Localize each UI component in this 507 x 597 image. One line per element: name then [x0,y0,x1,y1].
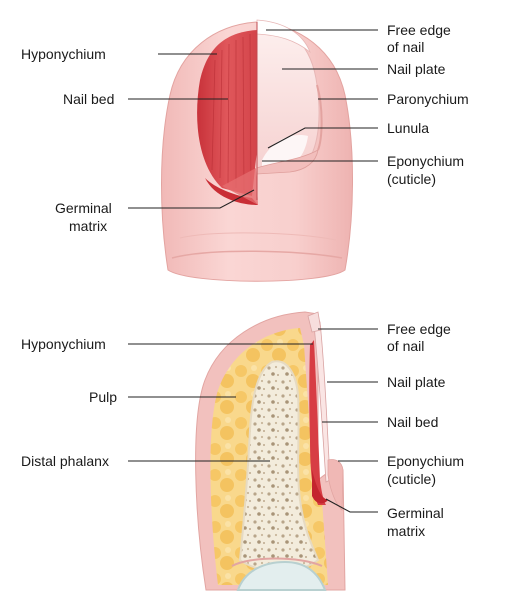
label-sec-hyponychium: Hyponychium [21,336,106,352]
section-nail-bed [309,340,326,505]
top-view-labels: Hyponychium Nail bed Germinal matrix Fre… [21,22,469,234]
label-top-eponychium-2: (cuticle) [387,171,436,187]
top-skin-crease [171,250,343,259]
label-top-germinal-matrix-2: matrix [69,218,107,234]
label-top-free-edge-2: of nail [387,39,424,55]
section-joint [236,560,327,591]
section-free-edge [307,311,322,333]
top-eponychium [256,149,319,175]
label-sec-germinal-matrix-2: matrix [387,523,425,539]
label-sec-distal-phalanx: Distal phalanx [21,453,109,469]
label-sec-nail-plate: Nail plate [387,374,446,390]
label-top-eponychium-1: Eponychium [387,153,464,169]
label-top-paronychium: Paronychium [387,91,469,107]
section-distal-phalanx [238,360,320,573]
top-view-leaders [128,29,378,209]
top-view-illustration [161,19,353,282]
label-sec-eponychium-1: Eponychium [387,453,464,469]
label-top-germinal-matrix-1: Germinal [55,200,112,216]
label-top-free-edge-1: Free edge [387,22,451,38]
label-sec-nail-bed: Nail bed [387,414,438,430]
label-top-hyponychium: Hyponychium [21,46,106,62]
label-top-nail-plate: Nail plate [387,61,446,77]
section-germinal-matrix [312,470,328,504]
top-germinal-matrix [205,178,258,205]
leader-top-lunula [267,127,378,149]
section-eponychium [327,459,344,511]
label-top-nail-bed: Nail bed [63,91,114,107]
section-view-labels: Hyponychium Pulp Distal phalanx Free edg… [21,321,464,539]
label-sec-germinal-matrix-1: Germinal [387,505,444,521]
top-free-edge [256,19,311,54]
label-sec-free-edge-2: of nail [387,338,424,354]
top-paronychium [316,84,323,151]
label-top-lunula: Lunula [387,120,429,136]
leader-sec-germinal-matrix [325,498,378,513]
leader-top-germinal-matrix [128,189,255,209]
section-view-leaders [128,328,378,513]
section-view-illustration [195,311,346,591]
label-sec-pulp: Pulp [89,389,117,405]
label-sec-free-edge-1: Free edge [387,321,451,337]
label-sec-eponychium-2: (cuticle) [387,471,436,487]
